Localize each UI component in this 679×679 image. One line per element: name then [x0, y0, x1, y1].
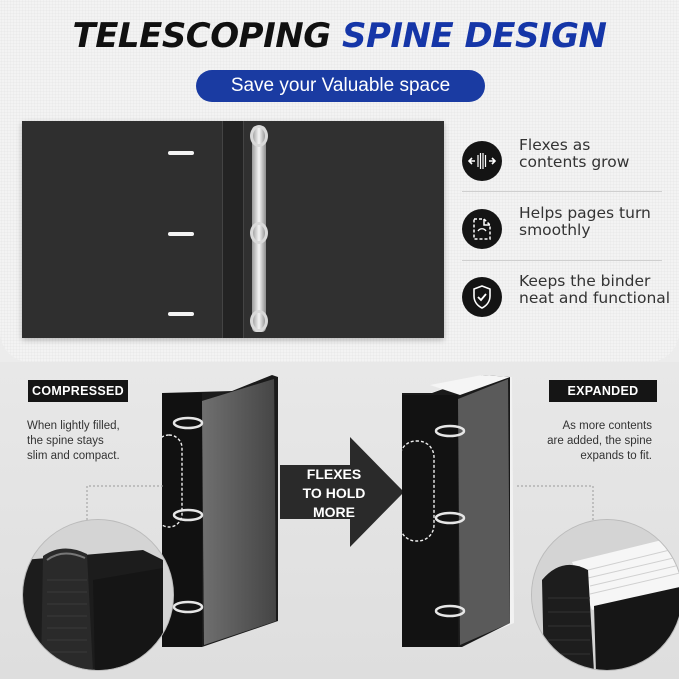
feature-divider [462, 260, 662, 261]
feature-text: Helps pages turn smoothly [519, 204, 651, 239]
binder-spine [222, 121, 244, 338]
binder-left-cover [22, 121, 222, 338]
binder-ring [250, 222, 268, 244]
compressed-label: COMPRESSED [28, 380, 128, 402]
subtitle-pill: Save your Valuable space [196, 70, 485, 102]
headline-part1: TELESCOPING [72, 16, 332, 56]
binder-slot [168, 232, 194, 236]
binder-right-cover [244, 121, 444, 338]
feature-divider [462, 191, 662, 192]
right-arrow-icon [280, 437, 404, 547]
subtitle-text: Save your Valuable space [230, 75, 451, 96]
binder-slot [168, 312, 194, 316]
binder-ring [250, 125, 268, 147]
expanded-binder-image [402, 375, 514, 647]
expanded-description: As more contents are added, the spine ex… [547, 420, 652, 462]
headline-part2: SPINE DESIGN [341, 16, 607, 56]
shield-check-icon [462, 277, 502, 317]
feature-neat: Keeps the binder neat and functional [462, 273, 670, 333]
arrow-text: FLEXES TO HOLD MORE [302, 466, 366, 520]
headline: TELESCOPING SPINE DESIGN [0, 16, 679, 56]
open-binder-image [22, 121, 444, 338]
feature-text: Keeps the binder neat and functional [519, 272, 671, 307]
feature-page-turn: Helps pages turn smoothly [462, 205, 662, 265]
compressed-spine-closeup [22, 519, 174, 671]
expanded-spine-closeup [531, 519, 679, 671]
binder-ring [250, 310, 268, 332]
binder-slot [168, 151, 194, 155]
compressed-binder-image [162, 375, 278, 647]
expanded-connector [517, 485, 594, 522]
feature-text: Flexes as contents grow [519, 136, 630, 171]
page-turn-icon [462, 209, 502, 249]
compressed-connector [86, 485, 163, 522]
feature-flexes: Flexes as contents grow [462, 137, 662, 197]
expand-arrows-icon [462, 141, 502, 181]
compressed-description: When lightly filled, the spine stays sli… [27, 420, 120, 462]
expanded-label: EXPANDED [549, 380, 657, 402]
